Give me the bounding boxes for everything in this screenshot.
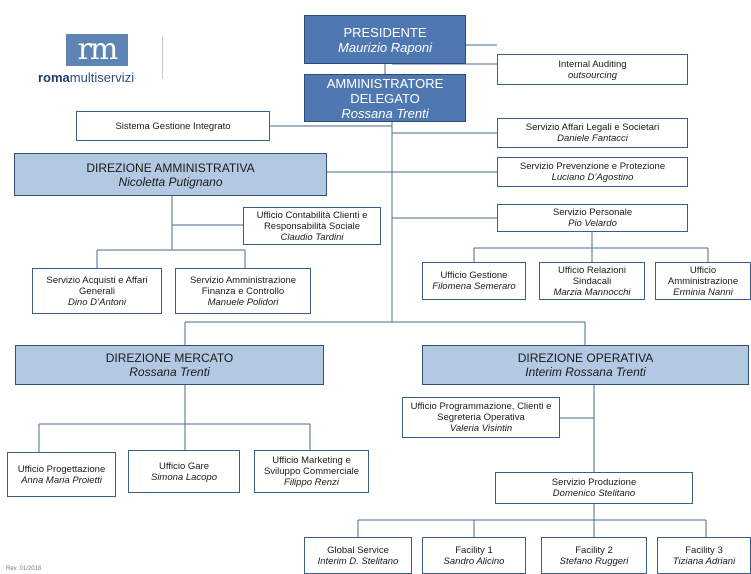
box-title: Ufficio Programmazione, Clienti e Segret… <box>410 401 552 423</box>
box-name: Maurizio Raponi <box>338 39 432 55</box>
box-name: Claudio Tardini <box>280 231 344 243</box>
box-amministrazione-finanza: Servizio Amministrazione Finanza e Contr… <box>175 268 311 314</box>
box-title: DIREZIONE OPERATIVA <box>517 351 654 365</box>
box-name: Pio Velardo <box>568 218 617 229</box>
box-presidente: PRESIDENTE Maurizio Raponi <box>304 15 466 64</box>
box-acquisti-affari-generali: Servizio Acquisti e Affari Generali Dino… <box>32 268 162 314</box>
logo-divider <box>162 37 163 79</box>
box-ufficio-marketing: Ufficio Marketing e Sviluppo Commerciale… <box>254 450 369 493</box>
box-name: Filomena Semeraro <box>432 281 516 292</box>
box-name: Valeria Visintin <box>449 423 513 434</box>
box-title: Ufficio Relazioni Sindacali <box>558 264 626 287</box>
box-name: Erminia Nanni <box>673 286 733 298</box>
box-name: Rossana Trenti <box>129 365 210 379</box>
company-logo: rm romamultiservizi <box>38 34 168 86</box>
box-title: Ufficio Gestione <box>440 270 508 281</box>
box-name: Marzia Mannocchi <box>553 286 631 298</box>
logo-brand-rest: multiservizi <box>69 70 135 85</box>
box-ufficio-gare: Ufficio Gare Simona Lacopo <box>128 450 240 493</box>
box-title: Servizio Prevenzione e Protezione <box>519 161 666 172</box>
box-title: Facility 1 <box>455 544 493 556</box>
box-direzione-mercato: DIREZIONE MERCATO Rossana Trenti <box>15 345 324 385</box>
box-name: Manuele Polidori <box>207 296 279 308</box>
box-affari-legali: Servizio Affari Legali e Societari Danie… <box>497 118 688 148</box>
box-contabilita-clienti: Ufficio Contabilità Clienti e Responsabi… <box>243 207 381 245</box>
box-title: DIREZIONE MERCATO <box>105 351 234 365</box>
box-name: Anna Maria Proietti <box>21 474 102 486</box>
box-title: Ufficio Gare <box>159 460 209 472</box>
box-title: Ufficio Contabilità Clienti e Responsabi… <box>256 209 368 232</box>
box-facility-3: Facility 3 Tiziana Adriani <box>657 537 751 574</box>
box-servizio-personale: Servizio Personale Pio Velardo <box>497 204 688 232</box>
box-title: Global Service <box>327 544 389 556</box>
box-prevenzione-protezione: Servizio Prevenzione e Protezione Lucian… <box>497 157 688 187</box>
box-name: Nicoletta Putignano <box>118 174 223 189</box>
box-servizio-produzione: Servizio Produzione Domenico Stelitano <box>495 472 693 504</box>
box-global-service: Global Service Interim D. Stelitano <box>304 537 412 574</box>
box-ufficio-gestione: Ufficio Gestione Filomena Semeraro <box>422 262 526 300</box>
box-title: Ufficio Progettazione <box>17 463 106 475</box>
logo-brand-bold: roma <box>38 70 70 85</box>
box-title: PRESIDENTE <box>343 24 427 40</box>
box-title: Sistema Gestione Integrato <box>115 120 231 132</box>
box-programmazione-clienti: Ufficio Programmazione, Clienti e Segret… <box>402 397 560 438</box>
box-sistema-gestione: Sistema Gestione Integrato <box>76 111 270 141</box>
box-ufficio-progettazione: Ufficio Progettazione Anna Maria Proiett… <box>7 452 116 497</box>
box-title: Ufficio Amministrazione <box>667 264 739 287</box>
box-name: Interim D. Stelitano <box>317 555 399 567</box>
box-name: Simona Lacopo <box>150 471 218 483</box>
box-name: outsourcing <box>567 69 618 81</box>
box-relazioni-sindacali: Ufficio Relazioni Sindacali Marzia Manno… <box>539 262 645 300</box>
box-internal-auditing: Internal Auditing outsourcing <box>497 54 688 85</box>
box-name: Tiziana Adriani <box>672 555 736 567</box>
box-title: Servizio Personale <box>552 207 633 218</box>
box-direzione-operativa: DIREZIONE OPERATIVA Interim Rossana Tren… <box>422 345 749 385</box>
box-title: Servizio Affari Legali e Societari <box>525 122 660 133</box>
box-ufficio-amministrazione: Ufficio Amministrazione Erminia Nanni <box>655 262 751 300</box>
box-title: Facility 2 <box>575 544 613 556</box>
box-facility-1: Facility 1 Sandro Alicino <box>422 537 526 574</box>
revision-footer: Rev. 01/2018 <box>6 566 42 572</box>
box-direzione-amministrativa: DIREZIONE AMMINISTRATIVA Nicoletta Putig… <box>14 153 327 196</box>
box-title: Ufficio Marketing e Sviluppo Commerciale <box>263 455 360 477</box>
box-amministratore-delegato: AMMINISTRATORE DELEGATO Rossana Trenti <box>304 74 466 122</box>
box-title: AMMINISTRATORE DELEGATO <box>326 75 444 106</box>
box-name: Filippo Renzi <box>284 477 339 488</box>
box-title: Servizio Produzione <box>551 477 637 488</box>
box-name: Daniele Fantacci <box>557 133 628 144</box>
box-title: Facility 3 <box>685 544 723 556</box>
box-name: Interim Rossana Trenti <box>525 365 646 379</box>
box-name: Dino D’Antoni <box>67 296 127 308</box>
box-title: Servizio Acquisti e Affari Generali <box>46 274 148 297</box>
box-name: Sandro Alicino <box>443 555 505 567</box>
box-name: Stefano Ruggeri <box>559 555 629 567</box>
box-title: DIREZIONE AMMINISTRATIVA <box>86 160 255 175</box>
logo-mark: rm <box>66 34 128 66</box>
logo-text: romamultiservizi <box>38 70 134 85</box>
box-name: Rossana Trenti <box>341 105 429 121</box>
box-facility-2: Facility 2 Stefano Ruggeri <box>541 537 647 574</box>
box-name: Domenico Stelitano <box>552 488 636 499</box>
box-title: Servizio Amministrazione Finanza e Contr… <box>189 274 297 297</box>
box-name: Luciano D’Agostino <box>551 172 634 183</box>
box-title: Internal Auditing <box>558 58 627 70</box>
